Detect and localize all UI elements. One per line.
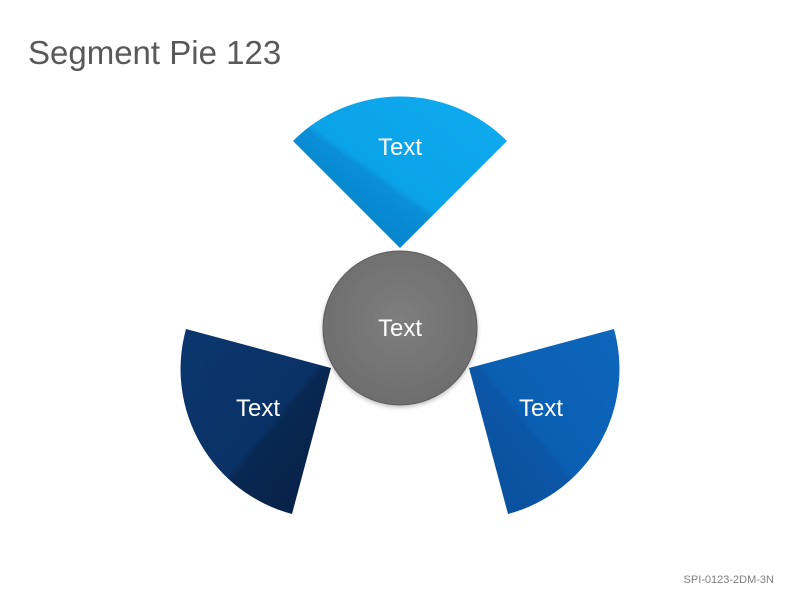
segment-bottom-left: Text	[180, 329, 331, 514]
segment-bottom-left-label: Text	[236, 395, 280, 422]
footer-code: SPI-0123-2DM-3N	[683, 574, 774, 586]
segment-bottom-right-label: Text	[519, 395, 563, 422]
segment-bottom-right: Text	[469, 329, 620, 514]
page-title: Segment Pie 123	[28, 34, 282, 71]
segment-top-label: Text	[378, 134, 422, 161]
center-circle: Text	[322, 250, 478, 406]
center-label: Text	[378, 315, 422, 342]
segment-top: Text	[293, 96, 507, 248]
